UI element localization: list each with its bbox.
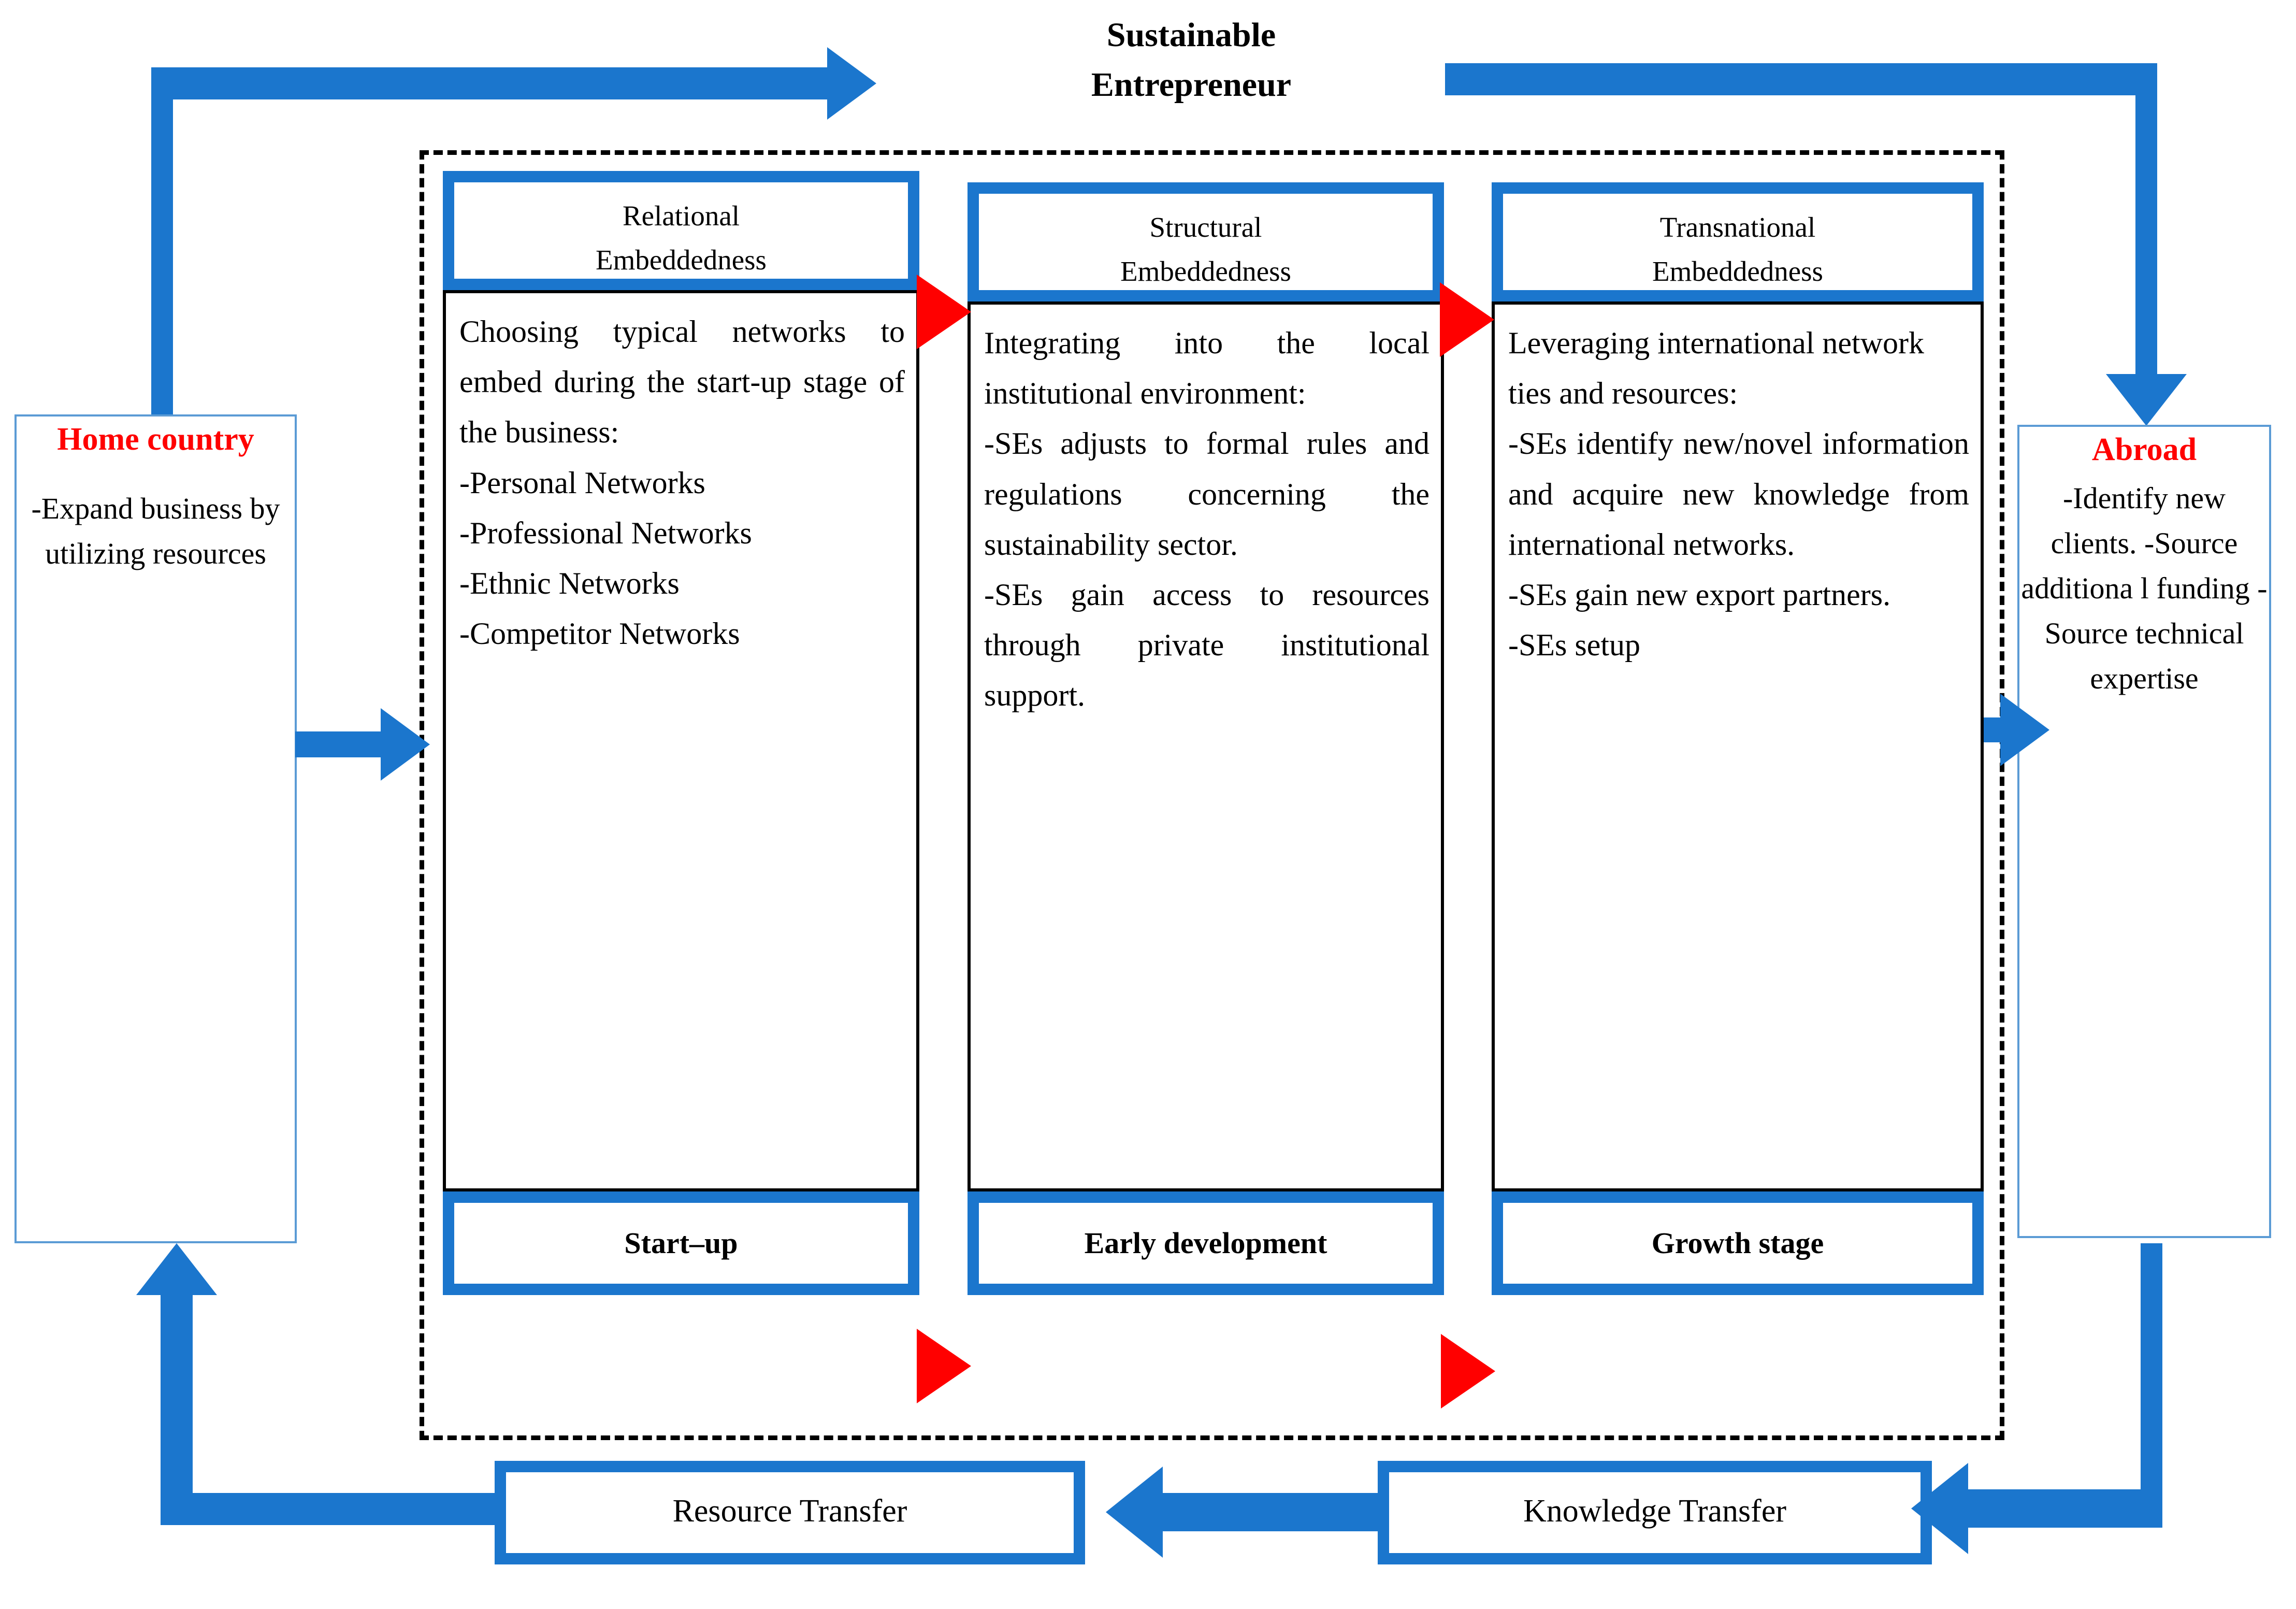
abroad-to-knowledge-arrow-vertical-segment xyxy=(2141,1243,2162,1509)
abroad-title: Abroad xyxy=(2091,432,2197,467)
home-country-body: -Expand business by utilizing resources xyxy=(31,491,280,570)
red-arrow-relational-to-structural-icon xyxy=(917,275,971,349)
relational-embeddedness-header: Relational Embeddedness xyxy=(443,171,919,290)
knowledge-to-resource-arrow-shaft xyxy=(1163,1493,1380,1531)
relational-bullet-1: -Personal Networks xyxy=(459,465,705,500)
top-right-arrow-head-icon xyxy=(2106,374,2187,426)
structural-header-line-2: Embeddedness xyxy=(1120,255,1291,288)
home-country-box: Home country -Expand business by utilizi… xyxy=(15,414,297,1243)
top-left-arrow-vertical-segment xyxy=(151,67,173,438)
red-arrow-early-to-growth-icon xyxy=(1441,1334,1495,1409)
resource-to-home-arrow-horizontal-segment xyxy=(161,1493,497,1525)
top-right-arrow-horizontal-segment xyxy=(1445,63,2157,95)
home-to-relational-arrow-head-icon xyxy=(381,708,430,781)
transnational-to-abroad-arrow-head-icon xyxy=(2000,694,2049,766)
red-arrow-structural-to-transnational-icon xyxy=(1440,282,1494,357)
transnational-intro: Leveraging international network ties an… xyxy=(1508,326,1925,411)
transnational-bullet-2: -SEs gain new export partners. xyxy=(1508,577,1891,612)
home-country-title: Home country xyxy=(57,422,254,457)
top-right-arrow-vertical-segment xyxy=(2135,63,2157,380)
page-title-line-1: Sustainable xyxy=(1106,16,1276,54)
knowledge-transfer-box: Knowledge Transfer xyxy=(1378,1461,1932,1564)
stage-column-structural: Structural Embeddedness Integrating into… xyxy=(968,171,1444,1295)
transnational-embeddedness-body: Leveraging international network ties an… xyxy=(1492,301,1984,1191)
abroad-box: Abroad -Identify new clients. -Source ad… xyxy=(2017,425,2271,1238)
relational-intro: Choosing typical networks to embed durin… xyxy=(459,314,905,450)
structural-header-line-1: Structural xyxy=(1149,211,1262,243)
resource-transfer-box: Resource Transfer xyxy=(495,1461,1085,1564)
relational-bullet-2: -Professional Networks xyxy=(459,515,752,550)
home-to-relational-arrow-shaft xyxy=(295,731,381,757)
transnational-bullet-1: -SEs identify new/novel information and … xyxy=(1508,426,1969,562)
red-arrow-startup-to-early-icon xyxy=(917,1329,971,1403)
transnational-embeddedness-header: Transnational Embeddedness xyxy=(1492,182,1984,301)
relational-header-line-2: Embeddedness xyxy=(596,244,767,276)
transnational-header-line-2: Embeddedness xyxy=(1652,255,1823,288)
transnational-bullet-3: -SEs setup xyxy=(1508,628,1640,663)
page-title: Sustainable Entrepreneur xyxy=(1010,10,1373,109)
structural-embeddedness-header: Structural Embeddedness xyxy=(968,182,1444,301)
relational-header-line-1: Relational xyxy=(622,200,740,232)
structural-intro: Integrating into the local institutional… xyxy=(984,326,1429,411)
stage-column-relational: Relational Embeddedness Choosing typical… xyxy=(443,171,919,1295)
knowledge-to-resource-arrow-head-icon xyxy=(1106,1467,1163,1558)
top-left-arrow-horizontal-segment xyxy=(151,67,827,99)
stage-column-transnational: Transnational Embeddedness Leveraging in… xyxy=(1492,171,1984,1295)
relational-embeddedness-body: Choosing typical networks to embed durin… xyxy=(443,290,919,1191)
abroad-to-knowledge-arrow-head-icon xyxy=(1911,1463,1968,1554)
resource-to-home-arrow-vertical-segment xyxy=(161,1295,193,1524)
stage-label-startup: Start–up xyxy=(443,1191,919,1295)
embeddedness-process-container xyxy=(420,150,2004,1440)
page-title-line-2: Entrepreneur xyxy=(1091,65,1292,104)
relational-bullet-3: -Ethnic Networks xyxy=(459,566,680,600)
relational-bullet-4: -Competitor Networks xyxy=(459,616,740,651)
stage-label-growth: Growth stage xyxy=(1492,1191,1984,1295)
structural-bullet-1: -SEs adjusts to formal rules and regulat… xyxy=(984,426,1429,562)
structural-bullet-2: -SEs gain access to resources through pr… xyxy=(984,577,1429,713)
abroad-to-knowledge-arrow-horizontal-segment xyxy=(1968,1489,2162,1528)
structural-embeddedness-body: Integrating into the local institutional… xyxy=(968,301,1444,1191)
stage-label-early-development: Early development xyxy=(968,1191,1444,1295)
transnational-header-line-1: Transnational xyxy=(1659,211,1816,243)
abroad-body: -Identify new clients. -Source additiona… xyxy=(2021,481,2268,695)
top-left-arrow-head-icon xyxy=(827,47,876,120)
resource-to-home-arrow-head-icon xyxy=(136,1243,217,1295)
